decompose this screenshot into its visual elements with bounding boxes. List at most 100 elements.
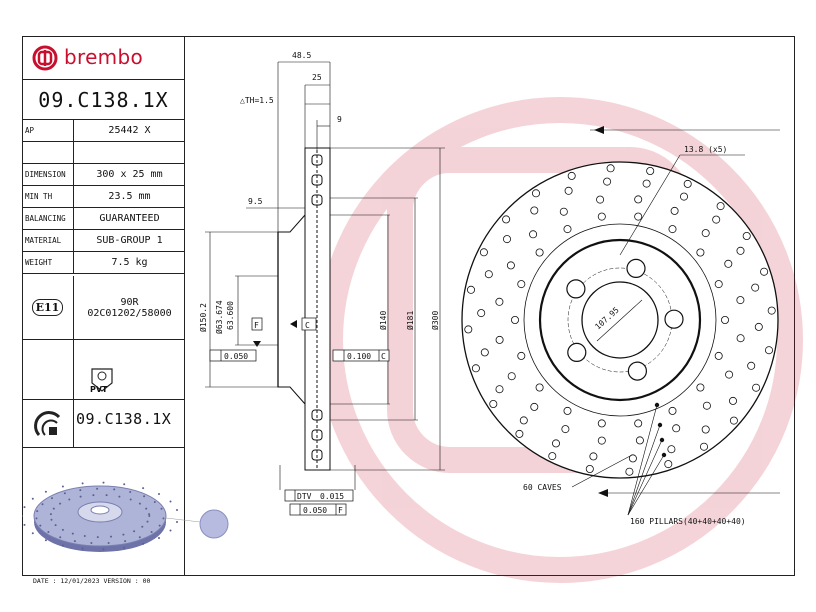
render-dot: [124, 540, 127, 543]
drill-hole: [532, 189, 541, 198]
drill-hole: [517, 351, 526, 360]
drill-hole: [724, 259, 733, 268]
drill-hole: [466, 285, 475, 294]
dtv-label: DTV: [297, 492, 312, 501]
render-dot: [129, 491, 132, 493]
drill-hole: [714, 280, 723, 289]
dim-63-600: 63.600: [226, 301, 235, 330]
drill-hole: [683, 179, 692, 188]
drill-hole: [716, 202, 725, 211]
drill-hole: [563, 406, 572, 415]
drill-hole: [502, 235, 511, 244]
render-dot: [92, 494, 95, 497]
drill-hole: [752, 383, 761, 392]
spec-row: [22, 142, 185, 164]
drill-hole: [495, 385, 504, 394]
render-dot: [41, 503, 44, 506]
lug-hole: [567, 342, 587, 362]
dim-48-5: 48.5: [292, 51, 311, 60]
render-dot: [39, 524, 42, 527]
caves-label: 60 CAVES: [523, 483, 562, 492]
dim-140: Ø140: [378, 311, 388, 330]
drill-hole: [736, 334, 745, 343]
pvt-icon: [91, 368, 113, 392]
spec-value: 300 x 25 mm: [96, 169, 163, 180]
render-dot: [162, 517, 165, 520]
drill-hole: [597, 212, 606, 221]
render-dot: [107, 542, 110, 544]
drill-hole: [625, 467, 634, 476]
render-dot: [160, 507, 163, 510]
render-dot: [105, 494, 108, 497]
drill-hole: [721, 315, 730, 324]
render-dot: [142, 542, 145, 545]
datum-c: C: [305, 321, 310, 330]
render-dot: [61, 528, 64, 531]
parallelism-value: 0.100: [347, 352, 371, 361]
render-dot: [68, 498, 71, 501]
render-dot: [148, 515, 151, 517]
render-dot: [50, 518, 53, 521]
spec-label: [22, 142, 74, 163]
drill-hole: [597, 436, 606, 445]
lug-hole: [664, 309, 684, 329]
approval-number: 02C01202/58000: [87, 307, 172, 319]
drill-hole: [561, 425, 570, 434]
drill-hole: [634, 212, 643, 221]
drill-hole: [702, 401, 711, 410]
drill-hole: [535, 248, 544, 257]
runout-value: 0.050: [303, 506, 327, 515]
render-dot: [71, 532, 74, 535]
drill-hole: [517, 280, 526, 289]
render-dot: [61, 485, 64, 488]
dim-300: Ø300: [430, 311, 440, 330]
drill-hole: [495, 297, 504, 306]
render-dot: [122, 533, 125, 536]
code-footer-row: [22, 400, 185, 448]
drill-hole: [530, 206, 539, 215]
render-dot: [169, 500, 172, 503]
runout-datum: F: [338, 506, 343, 515]
spec-label: MIN TH: [22, 186, 74, 207]
drill-hole: [672, 424, 681, 433]
drill-hole: [559, 207, 568, 216]
dtv-value: 0.015: [320, 492, 344, 501]
render-dot: [142, 487, 145, 490]
render-dot: [138, 536, 141, 539]
drill-hole: [530, 402, 539, 411]
drill-hole: [736, 296, 745, 305]
drill-hole: [502, 215, 511, 224]
render-dot: [59, 502, 62, 505]
drill-hole: [552, 439, 561, 448]
lug-hole: [626, 258, 646, 278]
render-dot: [110, 535, 112, 538]
render-dot: [22, 515, 23, 517]
render-dot: [123, 483, 126, 486]
drill-hole: [603, 177, 612, 186]
footer-date-version: DATE : 12/01/2023 VERSION : 00: [33, 577, 151, 585]
render-dot: [73, 540, 76, 543]
flatness-value: 0.050: [224, 352, 248, 361]
drill-hole: [765, 346, 774, 355]
drill-hole: [529, 230, 538, 239]
brand-logo: brembo: [22, 36, 185, 80]
render-dot: [169, 529, 172, 532]
render-dot: [176, 509, 178, 511]
drill-hole: [628, 454, 637, 463]
drill-hole: [680, 192, 689, 201]
render-dot: [44, 490, 47, 493]
drill-hole: [563, 225, 572, 234]
render-dot: [63, 492, 66, 495]
render-dot: [54, 524, 57, 527]
drill-hole: [714, 351, 723, 360]
drill-hole: [519, 416, 528, 425]
title-block: [22, 36, 185, 576]
render-dot: [118, 495, 121, 498]
drill-hole: [495, 335, 504, 344]
disc-section-view: [277, 147, 331, 471]
dim-delta-th: △TH=1.5: [240, 96, 274, 105]
